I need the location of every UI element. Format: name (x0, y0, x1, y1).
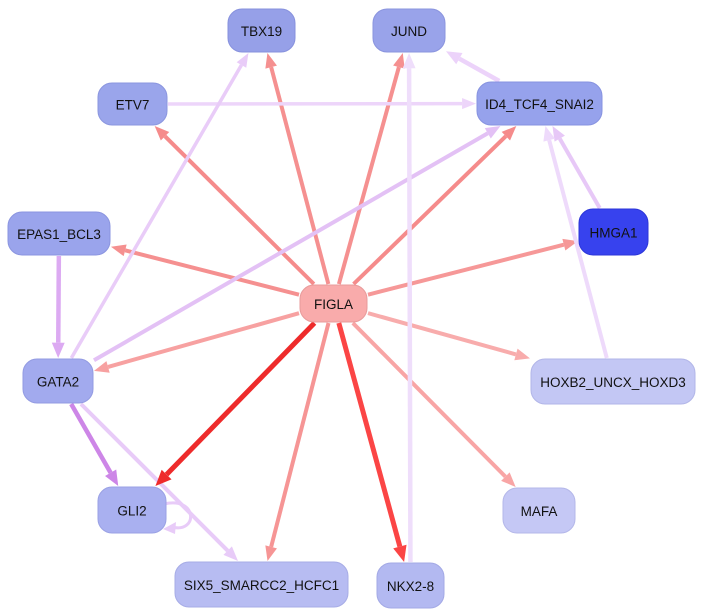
node-GATA2[interactable]: GATA2 (22, 358, 94, 404)
edge-FIGLA-NKX2-8 (336, 322, 407, 562)
edge-GATA2-ID4_TCF4_SNAI2 (93, 126, 501, 362)
edge-NKX2-8-JUND (402, 53, 416, 563)
edge-FIGLA-HMGA1 (367, 238, 578, 297)
edge-FIGLA-SIX5_SMARCC2_HCFC1 (265, 322, 331, 561)
edge-HOXB2_UNCX_HOXD3-ID4_TCF4_SNAI2 (543, 126, 609, 359)
node-ID4_TCF4_SNAI2[interactable]: ID4_TCF4_SNAI2 (476, 81, 603, 126)
node-SIX5_SMARCC2_HCFC1[interactable]: SIX5_SMARCC2_HCFC1 (174, 561, 349, 608)
edge-FIGLA-JUND (336, 53, 405, 285)
edge-FIGLA-TBX19 (265, 53, 331, 285)
edge-GLI2-GLI2 (163, 501, 192, 534)
edge-ETV7-ID4_TCF4_SNAI2 (167, 98, 476, 110)
edge-FIGLA-GLI2 (155, 321, 317, 486)
node-JUND[interactable]: JUND (372, 8, 446, 53)
edge-FIGLA-HOXB2_UNCX_HOXD3 (367, 311, 530, 361)
node-HMGA1[interactable]: HMGA1 (578, 208, 649, 256)
edge-FIGLA-GATA2 (94, 311, 300, 373)
node-EPAS1_BCL3[interactable]: EPAS1_BCL3 (7, 211, 111, 256)
node-GLI2[interactable]: GLI2 (97, 486, 167, 534)
node-FIGLA[interactable]: FIGLA (299, 284, 368, 323)
node-ETV7[interactable]: ETV7 (97, 82, 168, 126)
edge-FIGLA-ID4_TCF4_SNAI2 (352, 126, 517, 286)
edge-GATA2-TBX19 (69, 53, 249, 359)
edge-GATA2-SIX5_SMARCC2_HCFC1 (79, 402, 238, 561)
edge-FIGLA-ETV7 (154, 126, 316, 286)
node-MAFA[interactable]: MAFA (502, 487, 576, 534)
edge-HMGA1-ID4_TCF4_SNAI2 (552, 126, 602, 209)
edge-GATA2-GLI2 (69, 402, 119, 486)
node-TBX19[interactable]: TBX19 (227, 8, 296, 53)
node-NKX2-8[interactable]: NKX2-8 (376, 562, 445, 609)
edge-FIGLA-MAFA (351, 321, 516, 487)
edge-FIGLA-EPAS1_BCL3 (111, 244, 300, 297)
edge-ID4_TCF4_SNAI2-JUND (446, 51, 501, 83)
node-HOXB2_UNCX_HOXD3[interactable]: HOXB2_UNCX_HOXD3 (530, 358, 696, 405)
edge-EPAS1_BCL3-GATA2 (51, 255, 65, 358)
